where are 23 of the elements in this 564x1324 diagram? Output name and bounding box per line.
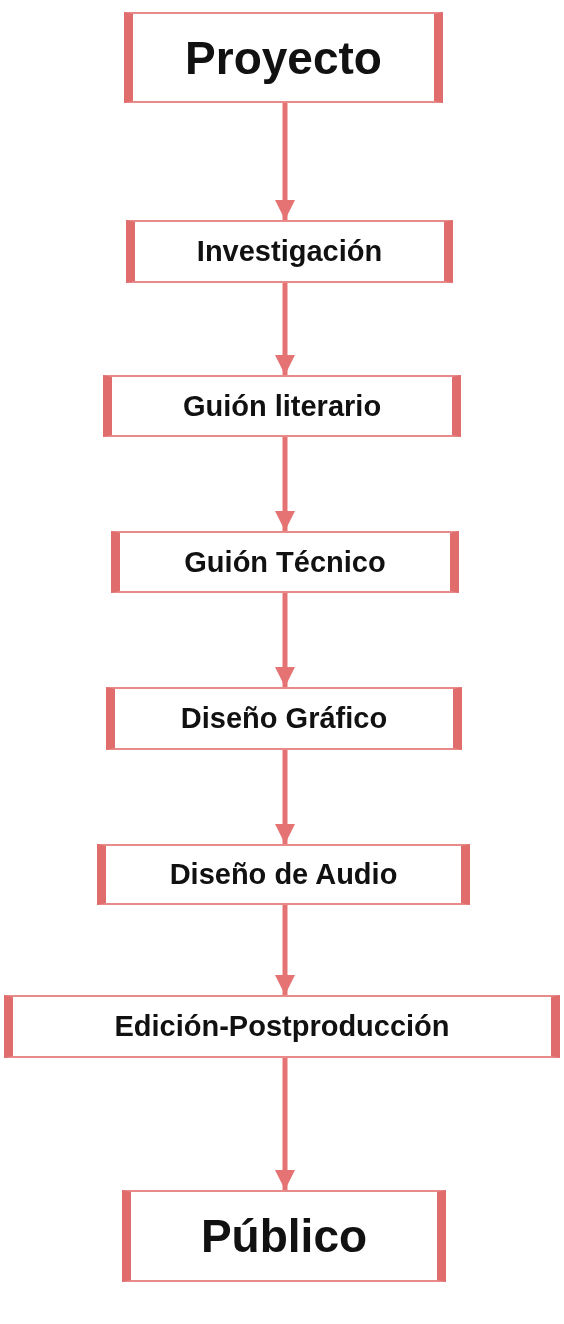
arrow	[275, 1058, 295, 1190]
box-label: Público	[200, 1209, 368, 1263]
arrow	[275, 437, 295, 531]
process-box	[103, 375, 461, 437]
box-label: Diseño Gráfico	[180, 702, 388, 735]
arrow	[275, 103, 295, 220]
process-box	[4, 995, 560, 1058]
box-label: Investigación	[196, 235, 383, 268]
box-label: Guión Técnico	[184, 545, 386, 579]
process-box	[122, 1190, 446, 1282]
box-label: Diseño de Audio	[169, 858, 398, 891]
arrow	[275, 593, 295, 687]
box-label: Proyecto	[185, 30, 382, 85]
box-label: Guión literario	[182, 389, 382, 423]
process-box	[106, 687, 462, 750]
box-label: Edición-Postproducción	[114, 1010, 450, 1043]
process-box	[97, 844, 470, 905]
process-box	[111, 531, 459, 593]
process-box	[124, 12, 443, 103]
arrow	[275, 905, 295, 995]
process-box	[126, 220, 453, 283]
arrow	[275, 750, 295, 844]
arrow	[275, 283, 295, 375]
